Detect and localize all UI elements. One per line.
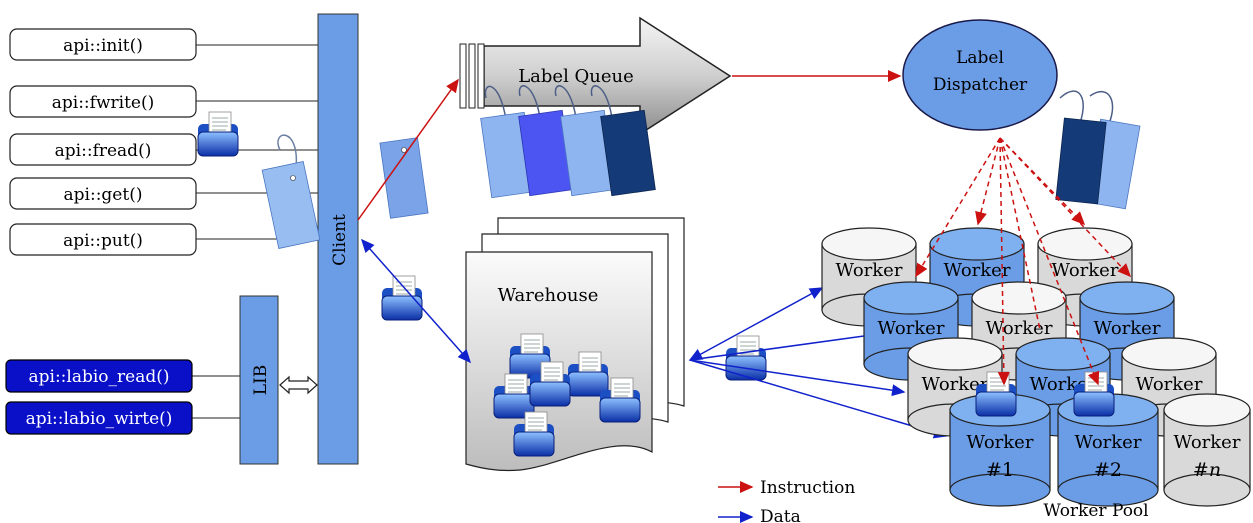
- folder-icon: [381, 275, 423, 321]
- legend-data: Data: [760, 507, 801, 523]
- api-box-get[interactable]: api::get(): [9, 177, 197, 210]
- lib-client-double-arrow: [279, 375, 318, 395]
- worker-pool-label: Worker Pool: [1043, 501, 1148, 521]
- dispatcher-line2: Dispatcher: [933, 75, 1028, 95]
- api-box-init[interactable]: api::init(): [9, 28, 197, 61]
- api-box-fread[interactable]: api::fread(): [9, 133, 197, 166]
- legend: Instruction Data: [718, 478, 855, 523]
- api-box-put[interactable]: api::put(): [9, 223, 197, 256]
- worker-1: Worker #1: [949, 393, 1051, 507]
- api-put-label: api::put(): [63, 231, 143, 251]
- api-get-label: api::get(): [64, 185, 143, 205]
- api-fwrite-label: api::fwrite(): [52, 93, 154, 113]
- legend-instruction: Instruction: [760, 478, 855, 498]
- api-box-fwrite[interactable]: api::fwrite(): [9, 85, 197, 118]
- svg-text:Worker: Worker: [922, 374, 989, 395]
- worker-pool: Worker Worker Worker Worker Worker: [821, 227, 1251, 521]
- dispatch-instructions: [915, 137, 1132, 386]
- client-bar: Client: [317, 13, 359, 465]
- warehouse-label: Warehouse: [498, 285, 599, 306]
- lib-label: LIB: [251, 365, 271, 396]
- label-queue-arrow: Label Queue: [459, 16, 732, 136]
- api-box-labio-write[interactable]: api::labio_wirte(): [5, 401, 193, 435]
- label-dispatcher: Label Dispatcher: [902, 19, 1058, 131]
- lib-bar: LIB: [239, 295, 279, 465]
- queue-tags: [480, 85, 656, 199]
- svg-text:Worker: Worker: [878, 318, 945, 339]
- tag-icon: [1055, 117, 1107, 205]
- labio-write-label: api::labio_wirte(): [26, 409, 173, 429]
- tag-icon: [379, 137, 429, 219]
- svg-text:Worker: Worker: [1136, 374, 1203, 395]
- tag-icon: [600, 109, 656, 197]
- folder-icon: [725, 335, 767, 381]
- worker-1-id: #1: [986, 459, 1014, 481]
- dispatcher-line1: Label: [956, 48, 1004, 68]
- svg-text:Worker: Worker: [1075, 432, 1142, 453]
- dispatcher-tags: [1055, 90, 1141, 210]
- client-label: Client: [330, 214, 350, 266]
- svg-text:Worker: Worker: [1174, 432, 1241, 453]
- svg-text:Worker: Worker: [944, 260, 1011, 281]
- svg-text:Worker: Worker: [967, 432, 1034, 453]
- worker-n-id: #n: [1193, 459, 1221, 481]
- svg-text:Worker: Worker: [1094, 318, 1161, 339]
- worker-n: Worker #n: [1163, 393, 1251, 507]
- folder-icon: [197, 111, 239, 157]
- api-box-labio-read[interactable]: api::labio_read(): [5, 359, 193, 393]
- svg-text:Worker: Worker: [986, 318, 1053, 339]
- warehouse: Warehouse: [465, 217, 685, 472]
- svg-text:Worker: Worker: [1052, 260, 1119, 281]
- svg-text:Worker: Worker: [836, 260, 903, 281]
- worker-2: Worker #2: [1057, 393, 1159, 507]
- instruction-arrows: [357, 70, 902, 221]
- tag-icon: [261, 134, 321, 249]
- api-fread-label: api::fread(): [55, 141, 152, 161]
- label-queue-label: Label Queue: [518, 66, 634, 87]
- data-arrows: [361, 238, 948, 439]
- worker-2-id: #2: [1094, 459, 1122, 481]
- api-init-label: api::init(): [63, 36, 143, 56]
- labio-read-label: api::labio_read(): [28, 367, 169, 387]
